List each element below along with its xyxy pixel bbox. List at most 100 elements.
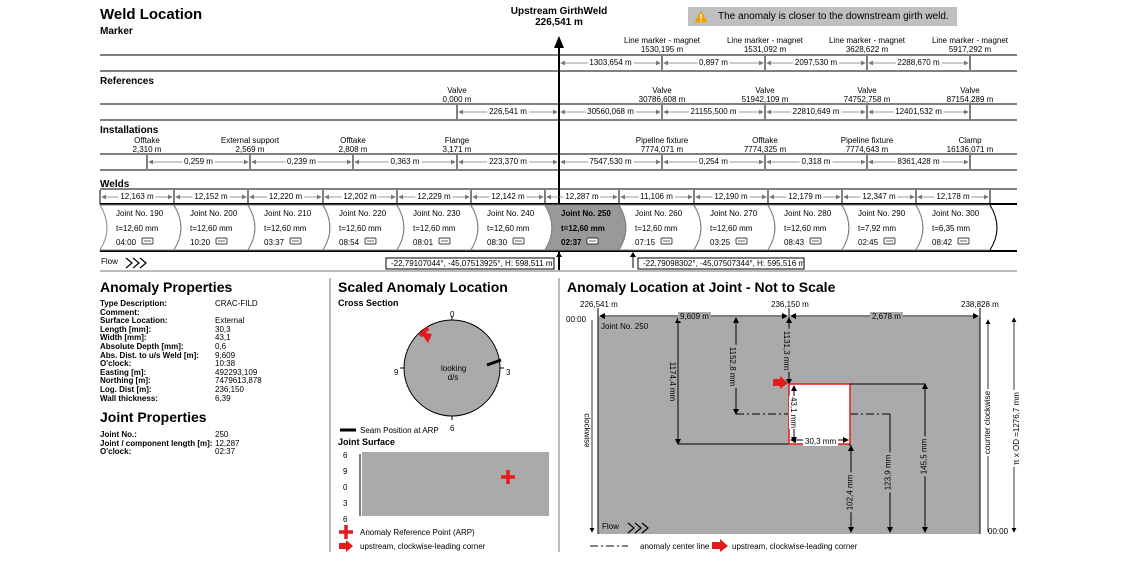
- joint-name: Joint No. 230: [413, 209, 461, 218]
- welds-section-title: Welds: [100, 179, 130, 190]
- reference-value: 74752,758 m: [843, 95, 891, 104]
- installation-dist-label: 0,318 m: [799, 157, 833, 166]
- joint-clock: 08:43: [784, 238, 805, 247]
- property-row: Joint / component length [m]:12,287: [100, 438, 239, 449]
- marker-section-title: Marker: [100, 26, 133, 37]
- page-title: Weld Location: [100, 6, 203, 23]
- reference-dist-label: 21155,500 m: [688, 107, 739, 116]
- property-row: Abs. Dist. to u/s Weld [m]:9,609: [100, 350, 262, 361]
- reference-name: Valve: [447, 86, 467, 95]
- reference-dist-label: 226,541 m: [487, 107, 529, 116]
- joint-name: Joint No. 190: [116, 209, 164, 218]
- joint-flow-label: Flow: [602, 522, 619, 531]
- arp-cross-icon: [501, 470, 515, 484]
- property-value: 10:38: [215, 359, 236, 369]
- property-value: 02:37: [215, 447, 236, 457]
- clock-bottom: 00:00: [988, 527, 1009, 536]
- dim-length: 30,3 mm: [803, 437, 839, 446]
- dim-145: 145,5 mm: [919, 436, 929, 477]
- joint-clock: 10:20: [190, 238, 211, 247]
- property-key: O'clock:: [100, 359, 132, 369]
- joint-name: Joint No. 240: [487, 209, 535, 218]
- property-row: Easting [m]:492293,109: [100, 367, 262, 378]
- weld-dist-label: 12,347 m: [860, 192, 898, 201]
- property-row: Width [mm]:43,1: [100, 334, 262, 343]
- marker-value: 1531,092 m: [743, 45, 787, 54]
- property-key: Comment:: [100, 307, 140, 317]
- property-key: Joint No.:: [100, 430, 137, 439]
- marker-dist-label: 0,897 m: [697, 58, 730, 67]
- weld-dist-label: 12,142 m: [489, 192, 527, 201]
- joint-name: Joint No. 200: [190, 209, 238, 218]
- installation-dist-label: 7547,530 m: [587, 157, 634, 166]
- property-value: 6,39: [215, 393, 231, 403]
- weld-dist-label: 12,152 m: [192, 192, 230, 201]
- weld-dist-label: 12,220 m: [266, 192, 305, 201]
- reference-value: 0,000 m: [442, 95, 472, 104]
- property-value: 236,150: [215, 384, 244, 394]
- coord-right: -22,79098302°, -45,07507344°, H: 595,516…: [643, 259, 806, 268]
- property-row: O'clock: 02:37: [100, 447, 239, 457]
- upstream-girthweld-value: 226,541 m: [535, 17, 583, 28]
- installation-value: 2,808 m: [338, 145, 368, 154]
- joint-right-dist: 238,828 m: [961, 300, 999, 309]
- property-value: External: [215, 316, 245, 326]
- property-row: Type Description:CRAC-FILD: [100, 299, 262, 309]
- property-value: 0,6: [215, 341, 227, 351]
- property-row: Comment:: [100, 307, 262, 318]
- joint-name: Joint No. 290: [858, 209, 906, 218]
- installation-dist-label: 8361,428 m: [895, 157, 942, 166]
- warning-text: The anomaly is closer to the downstream …: [718, 11, 949, 22]
- marker-value: 1530,195 m: [640, 45, 684, 54]
- marker-value: 5917,292 m: [948, 45, 992, 54]
- reference-name: Valve: [857, 86, 877, 95]
- clock-top: 00:00: [566, 315, 587, 324]
- property-row: Northing [m]:7479613,878: [100, 377, 262, 386]
- joint-thickness: t=12,60 mm: [339, 224, 382, 233]
- joint-name: Joint No. 300: [932, 209, 980, 218]
- installation-value: 3,171 m: [442, 145, 472, 154]
- joint-thickness: t=6,35 mm: [932, 224, 971, 233]
- installation-dist-label: 0,239 m: [285, 157, 318, 166]
- reference-dist-label: 30560,068 m: [585, 107, 636, 116]
- joint-surface-ytick: 0: [343, 483, 348, 492]
- dim-123: 123,9 mm: [883, 452, 893, 493]
- property-value: 492293,109: [215, 367, 258, 377]
- installation-dist-label: 0,259 m: [182, 157, 215, 166]
- property-key: Joint / component length [m]:: [100, 438, 213, 448]
- property-value: 43,1: [215, 333, 231, 343]
- installation-name: Offtake: [752, 136, 778, 145]
- joint-clock: 02:37: [561, 238, 582, 247]
- joint-surface-title: Joint Surface: [338, 437, 396, 447]
- property-row: Wall thickness:6,39: [100, 393, 262, 404]
- installation-name: Pipeline fixture: [635, 136, 689, 145]
- joint-clock: 03:37: [264, 238, 285, 247]
- reference-dist-label: 12401,532 m: [893, 107, 944, 116]
- weld-dist-label: 12,179 m: [786, 192, 824, 201]
- joint-name: Joint No. 210: [264, 209, 312, 218]
- counter-clockwise-label: counter clockwise: [983, 388, 993, 457]
- property-key: O'clock:: [100, 447, 132, 457]
- installation-value: 2,310 m: [132, 145, 162, 154]
- anomaly-arrow-icon: [420, 332, 432, 343]
- arp-legend-label: Anomaly Reference Point (ARP): [360, 528, 475, 537]
- seam-marker: [486, 358, 502, 367]
- corner-arrow-legend-icon: [339, 540, 353, 552]
- property-row: Absolute Depth [mm]: 0,6: [100, 341, 262, 352]
- clock-0: 0: [450, 310, 455, 319]
- marker-value: 3628,622 m: [845, 45, 889, 54]
- weld-dist-label: 12,202 m: [341, 192, 379, 201]
- property-value: 9,609: [215, 350, 236, 360]
- installation-dist-label: 0,363 m: [388, 157, 422, 166]
- installations-section-title: Installations: [100, 125, 159, 136]
- installation-name: Pipeline fixture: [840, 136, 894, 145]
- property-key: Length [mm]:: [100, 324, 152, 334]
- coord-left: -22,79107044°, -45,07513925°, H: 598,511…: [391, 259, 553, 268]
- joint-clock: 08:54: [339, 238, 360, 247]
- installation-value: 7774,071 m: [640, 145, 684, 154]
- property-key: Absolute Depth [mm]:: [100, 341, 184, 351]
- joint-clock: 07:15: [635, 238, 656, 247]
- joint-clock: 08:30: [487, 238, 508, 247]
